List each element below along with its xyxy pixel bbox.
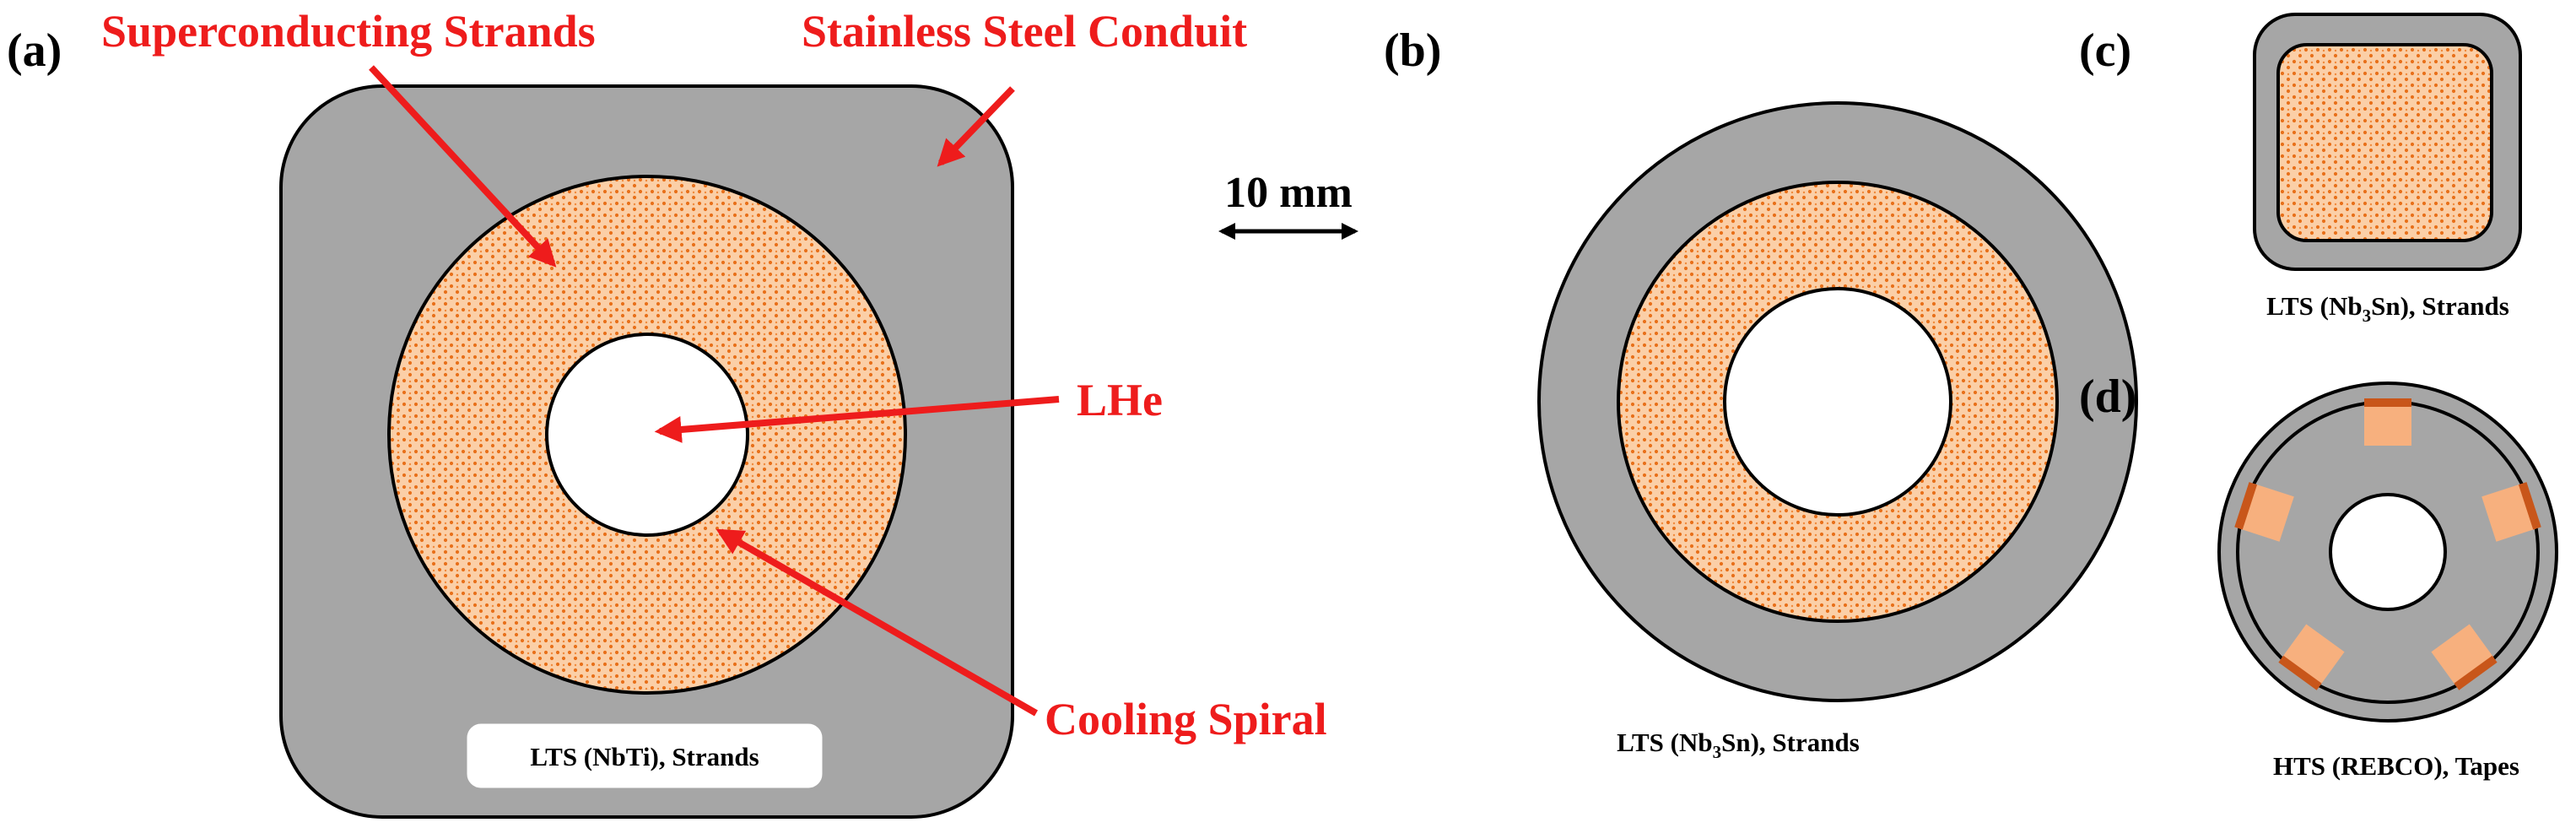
- caption-box-a: [467, 723, 823, 788]
- scale-bar: 10 mm: [1218, 169, 1358, 240]
- label-superconducting-strands: Superconducting Strands: [101, 6, 596, 57]
- panel-a: (a) LTS (NbTi), Strands Superconducting …: [7, 6, 1327, 819]
- caption-b: LTS (Nb3Sn), Strands: [1617, 728, 1860, 762]
- panel-c: (c) LTS (Nb3Sn), Strands: [2079, 13, 2522, 326]
- caption-a: LTS (NbTi), Strands: [530, 742, 759, 771]
- tape-stack-top: [2364, 398, 2411, 446]
- label-lhe: LHe: [1077, 375, 1163, 425]
- panel-b-label: (b): [1384, 24, 1441, 77]
- panel-d: (d) HTS (REBCO), Tapes: [2079, 371, 2558, 781]
- caption-d: HTS (REBCO), Tapes: [2273, 751, 2519, 781]
- lhe-channel-a: [545, 333, 749, 537]
- scale-bar-label: 10 mm: [1224, 169, 1353, 217]
- tape-stack-upper-left: [2234, 482, 2294, 542]
- lhe-channel-d: [2329, 493, 2447, 611]
- strand-bundle-c: [2276, 43, 2493, 242]
- tape-stack-lower-left: [2278, 624, 2345, 690]
- tape-stack-lower-right: [2431, 624, 2498, 690]
- arrow-stainless-steel-conduit: [937, 86, 1015, 167]
- tape-stack-upper-right: [2481, 482, 2541, 542]
- arrow-superconducting-strands: [369, 65, 557, 268]
- arrow-lhe: [654, 396, 1060, 443]
- arrow-cooling-spiral: [716, 528, 1038, 717]
- caption-c: LTS (Nb3Sn), Strands: [2266, 291, 2509, 326]
- label-cooling-spiral: Cooling Spiral: [1045, 694, 1327, 744]
- label-stainless-steel-conduit: Stainless Steel Conduit: [802, 6, 1247, 57]
- panel-a-label: (a): [7, 24, 62, 77]
- panel-b: (b) LTS (Nb3Sn), Strands: [1384, 24, 2138, 762]
- lhe-channel-b: [1723, 287, 1952, 517]
- panel-d-label: (d): [2079, 371, 2136, 423]
- panel-c-label: (c): [2079, 24, 2131, 77]
